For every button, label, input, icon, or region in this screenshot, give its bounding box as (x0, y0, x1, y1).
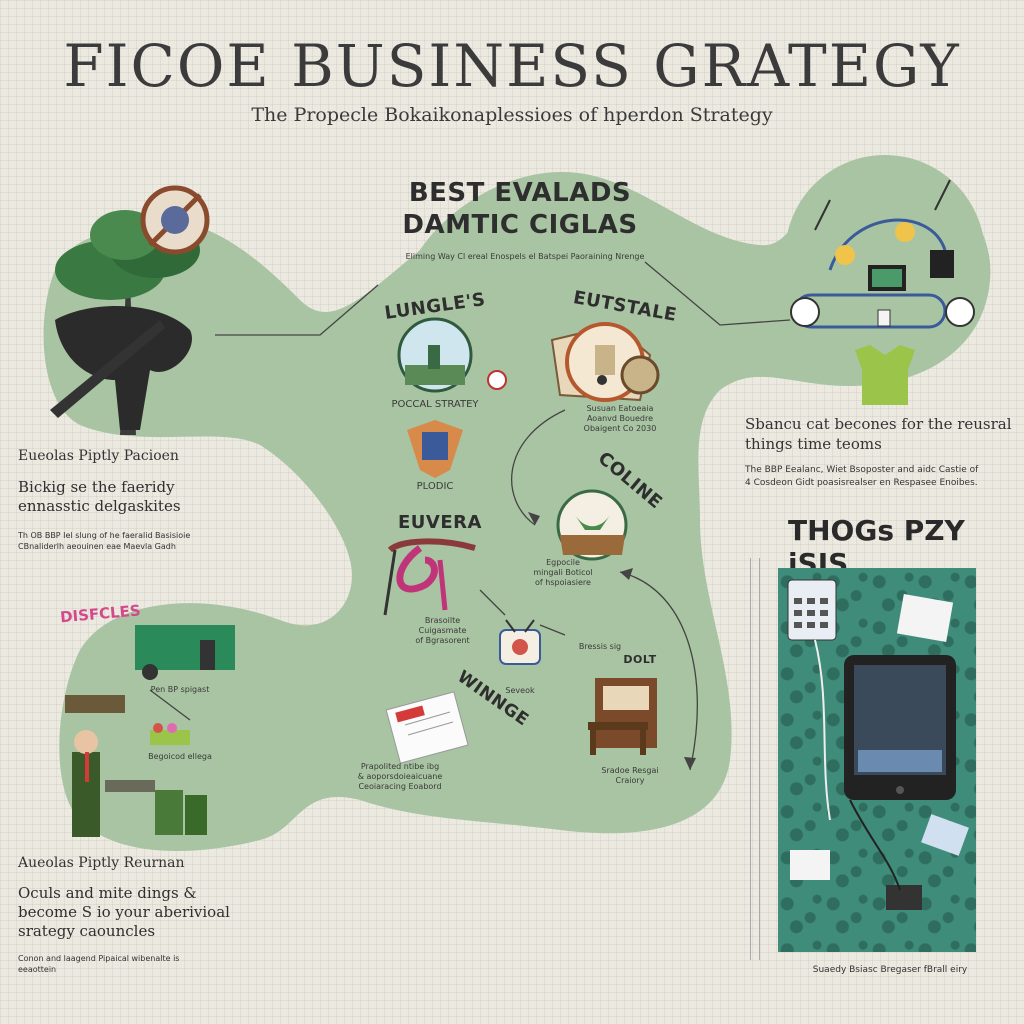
cable-line (814, 639, 831, 821)
tools-panel-frame (750, 558, 760, 960)
node-plodic-label[interactable]: PLODIC (416, 481, 454, 492)
node-euvera-caption: Brasoilte Cuigasmate of Bgrasorent (415, 616, 470, 645)
center-tagline: Eliming Way Cl ereal Enospels el Batspei… (405, 252, 645, 261)
right-small-text: The BBP Eealanc, Wiet Bsoposter and aidc… (745, 465, 979, 488)
laptop-icon (886, 885, 922, 910)
left-top-heading: Eueolas Piptly Pacioen (18, 448, 179, 464)
cable-line-2 (849, 799, 901, 891)
left-bottom-body: Oculs and mite dings & become S io your … (18, 884, 230, 940)
node-winnge-caption: Prapolited ntibe ibg & aoporsdoieaicuane… (357, 762, 443, 791)
center-title-line1: BEST EVALADS (408, 178, 632, 208)
business-illustration (65, 625, 235, 837)
tools-caption: Suaedy Bsiasc Bregaser fBrall eiry (812, 965, 968, 975)
calculator-keys-icon (794, 598, 828, 628)
desk-illustration (588, 678, 657, 755)
tree-figure-illustration (50, 185, 210, 435)
connector-lines (149, 261, 791, 771)
tablet-apps (858, 750, 942, 772)
left-bottom-small: Conon and laagend Pipaical wibenalte is … (18, 954, 180, 974)
left-bottom-caption-2: Begoicod ellega (148, 752, 212, 761)
arrowheads (528, 512, 696, 770)
node-euvera-title[interactable]: EUVERA (398, 512, 482, 533)
globe-illustration (397, 317, 507, 393)
page-title: FICOE BUSINESS GRATEGY (63, 32, 961, 100)
document-illustration (385, 691, 469, 764)
badge-illustration (550, 322, 660, 402)
node-eutstale-caption: Susuan Eatoeaia Aoanvd Bouedre Obaigent … (583, 404, 657, 433)
diagram-blob (43, 167, 991, 852)
node-seveok-label[interactable]: Seveok (505, 686, 535, 695)
sticky-note-icon (790, 850, 830, 880)
tools-icon (499, 619, 541, 665)
right-heading: Sbancu cat becones for the reusral thing… (745, 415, 1012, 453)
node-seveok-side: Bressis sig (578, 642, 622, 651)
node-lungles-label: POCCAL STRATEY (391, 399, 479, 410)
network-illustration (785, 155, 985, 405)
left-top-small: Th OB BBP Iel slung of he faeralid Basis… (18, 531, 191, 551)
tablet-home-button (896, 786, 904, 794)
notepad-icon (896, 593, 954, 643)
hook-illustration (383, 538, 476, 616)
node-dolt-title[interactable]: DOLT (623, 653, 657, 666)
node-dolt-caption: Sradoe Resgai Craiory (601, 766, 659, 785)
tools-title: THOGs PZY iSIS (788, 514, 965, 580)
card-icon (921, 814, 969, 856)
left-bottom-heading: Aueolas Piptly Reurnan (18, 855, 185, 871)
center-title-line2: DAMTIC CIGLAS (402, 210, 638, 240)
shield-illustration (407, 420, 463, 478)
page-subtitle: The Propecle Bokaikonaplessioes of hperd… (251, 104, 773, 126)
left-bottom-caption-1: Pen BP spigast (150, 685, 210, 694)
node-coline-caption: Egpocile mingali Boticol of hspoiasiere (533, 558, 593, 587)
coin-illustration (556, 489, 628, 561)
left-top-body: Bickig se the faeridy ennasstic delgaski… (18, 478, 181, 515)
